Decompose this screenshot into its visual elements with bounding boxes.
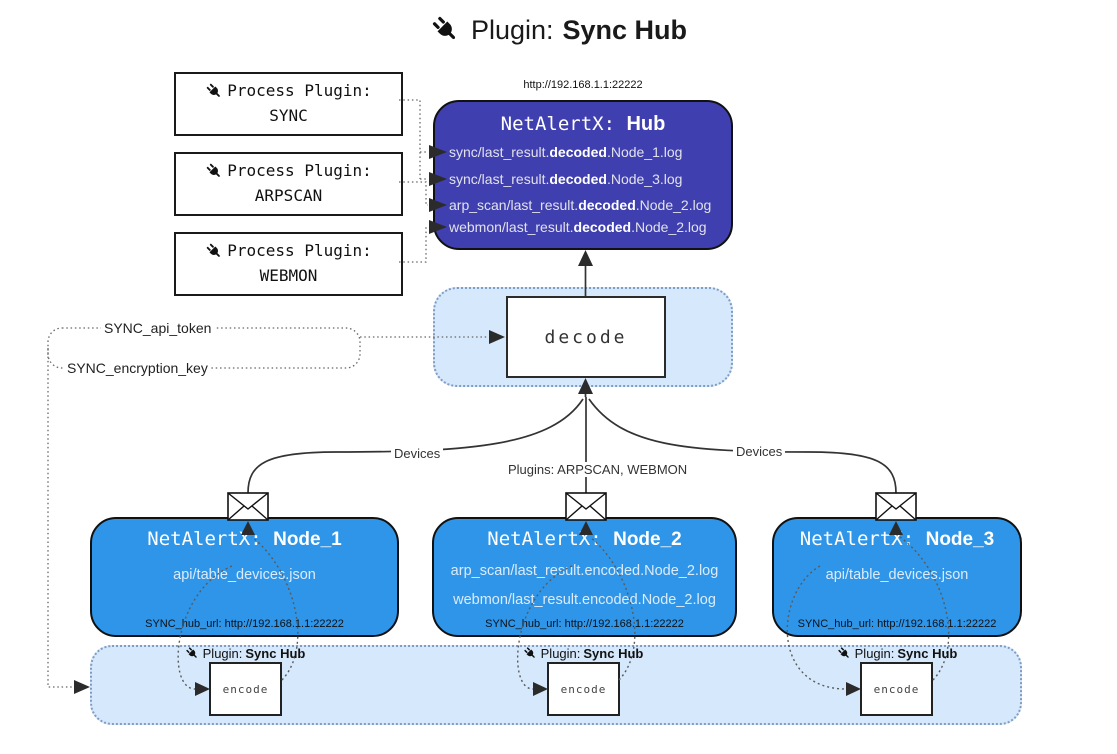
band-label-3: Plugin:Sync Hub <box>812 646 982 661</box>
band-label-2: Plugin:Sync Hub <box>498 646 668 661</box>
encryption-key-to-band-edge <box>47 348 74 688</box>
node-hub-url: SYNC_hub_url: http://192.168.1.1:22222 <box>145 618 344 630</box>
envelope-icons <box>227 492 917 521</box>
plug-icon <box>206 163 221 177</box>
node-file: arp_scan/last_result.encoded.Node_2.log <box>450 563 719 579</box>
process-plugin-name: ARPSCAN <box>254 186 323 205</box>
envelope-icon <box>875 492 917 521</box>
process-plugin-sync: Process Plugin: SYNC <box>174 72 403 136</box>
process-plugin-label: Process Plugin: <box>227 81 372 101</box>
webmon-plugin-dotted-edge <box>399 226 428 263</box>
envelope-icon <box>565 492 607 521</box>
page-title: Plugin: Sync Hub <box>0 14 1117 46</box>
sync-api-token-label: SYNC_api_token <box>101 320 215 336</box>
process-plugin-webmon: Process Plugin: WEBMON <box>174 232 403 296</box>
decode-box: decode <box>506 296 666 378</box>
edge-label-plugins: Plugins: ARPSCAN, WEBMON <box>505 462 691 477</box>
node-1-box: NetAlertX: Node_1 api/table_devices.json… <box>90 517 399 637</box>
title-name: Sync Hub <box>562 14 688 45</box>
node-file: api/table_devices.json <box>825 567 969 583</box>
hub-log-line: sync/last_result.decoded.Node_3.log <box>449 171 683 187</box>
node-title: NetAlertX: Node_1 <box>147 528 342 550</box>
process-plugin-label: Process Plugin: <box>227 241 372 261</box>
plug-icon <box>432 16 456 40</box>
node-title: NetAlertX: Node_3 <box>799 528 995 550</box>
plug-icon <box>185 647 197 658</box>
node-3-box: NetAlertX: Node_3 api/table_devices.json… <box>772 517 1022 637</box>
arrowhead-into-hub <box>578 250 593 266</box>
encode-box-2: encode <box>547 662 620 716</box>
plug-icon <box>206 83 221 97</box>
node-hub-url: SYNC_hub_url: http://192.168.1.1:22222 <box>797 618 997 630</box>
arpscan-plugin-dotted-edge <box>399 181 428 206</box>
hub-url-label: http://192.168.1.1:22222 <box>523 79 643 91</box>
plug-icon <box>523 647 535 658</box>
hub-title: NetAlertX: Hub <box>435 113 731 136</box>
process-plugin-arpscan: Process Plugin: ARPSCAN <box>174 152 403 216</box>
process-plugin-name: SYNC <box>269 106 308 125</box>
envelope-icon <box>227 492 269 521</box>
band-label-1: Plugin:Sync Hub <box>160 646 330 661</box>
plug-icon <box>206 243 221 257</box>
plug-icon <box>837 647 849 658</box>
encode-box-1: encode <box>209 662 282 716</box>
encode-box-3: encode <box>860 662 933 716</box>
sync-encryption-key-label: SYNC_encryption_key <box>64 360 211 376</box>
process-plugin-name: WEBMON <box>259 266 318 285</box>
node-file: webmon/last_result.encoded.Node_2.log <box>453 592 716 608</box>
hub-box: NetAlertX: Hub sync/last_result.decoded.… <box>433 100 733 250</box>
edge-label-devices-right: Devices <box>733 444 786 459</box>
hub-log-line: arp_scan/last_result.decoded.Node_2.log <box>449 197 712 213</box>
node-title: NetAlertX: Node_2 <box>487 528 682 550</box>
node-file: api/table_devices.json <box>173 567 316 583</box>
node-hub-url: SYNC_hub_url: http://192.168.1.1:22222 <box>485 618 684 630</box>
hub-title-name: Hub <box>626 113 666 135</box>
arrowhead-into-band-left <box>74 680 90 694</box>
node-2-box: NetAlertX: Node_2 arp_scan/last_result.e… <box>432 517 737 637</box>
hub-log-line: webmon/last_result.decoded.Node_2.log <box>449 219 707 235</box>
title-prefix: Plugin: <box>470 14 554 45</box>
process-plugin-label: Process Plugin: <box>227 161 372 181</box>
hub-title-prefix: NetAlertX: <box>500 113 616 135</box>
edge-label-devices-left: Devices <box>391 446 444 461</box>
hub-log-line: sync/last_result.decoded.Node_1.log <box>449 144 683 160</box>
